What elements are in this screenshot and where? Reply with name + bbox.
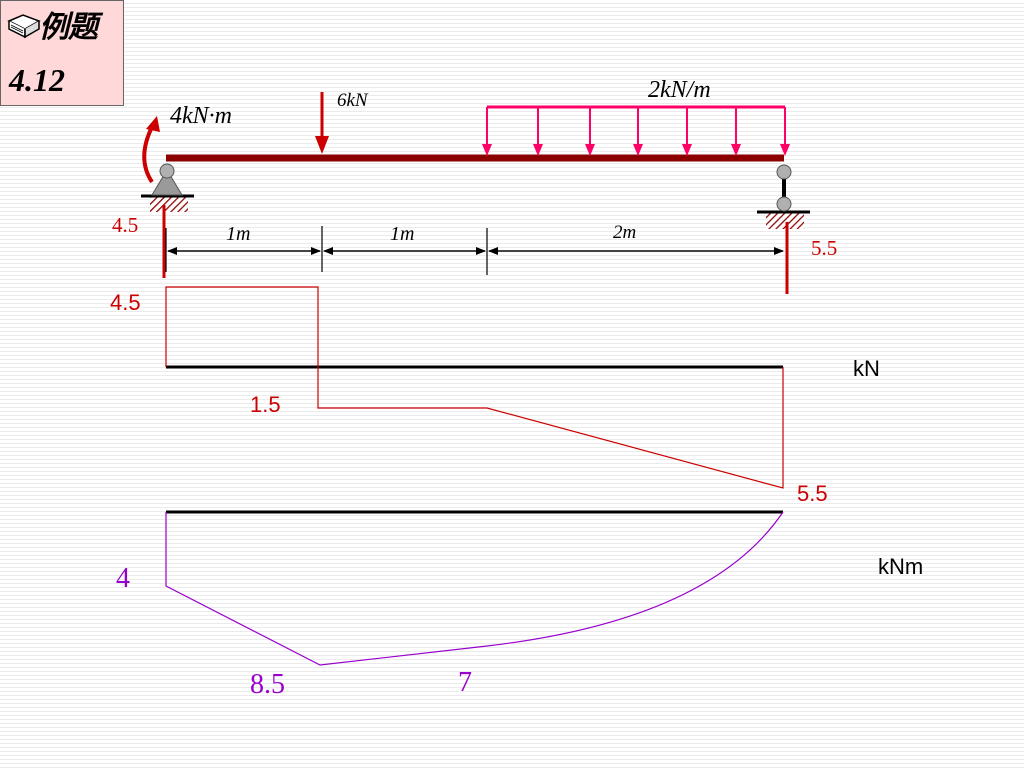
shear-curve	[165, 286, 784, 489]
moment-arrow-icon	[142, 116, 160, 184]
right-reaction-label: 5.5	[811, 236, 837, 260]
dimension-label-1: 1m	[226, 223, 250, 245]
moment-unit-label: kNm	[878, 554, 923, 579]
distributed-load-arrow-head-icon	[533, 144, 543, 156]
moment-curve	[165, 511, 784, 666]
title-text: 例题	[39, 10, 98, 45]
example-title-box: 例题 4.12	[0, 0, 124, 106]
distributed-load-arrow-head-icon	[633, 144, 643, 156]
dimension-label-2: 1m	[390, 223, 414, 245]
distributed-load-arrow-head-icon	[482, 144, 492, 156]
dimension-lines	[165, 226, 784, 275]
point-load-label: 6kN	[337, 90, 369, 111]
moment-start-label: 4	[116, 563, 130, 594]
shear-unit-label: kN	[853, 356, 880, 381]
moment-peak-label: 8.5	[250, 669, 285, 700]
point-load-arrow-icon	[315, 92, 329, 154]
distributed-load-arrow-head-icon	[780, 144, 790, 156]
shear-end-label: 5.5	[797, 481, 828, 506]
left-pin-support	[141, 163, 194, 212]
shear-middle-label: 1.5	[250, 392, 281, 417]
moment-load-label: 4kN·m	[170, 103, 232, 129]
title-number: 4.12	[9, 62, 65, 98]
left-reaction-label: 4.5	[112, 213, 138, 237]
moment-mid-label: 7	[458, 667, 472, 698]
distributed-load-arrow-head-icon	[585, 144, 595, 156]
distributed-load-arrow-head-icon	[731, 144, 741, 156]
distributed-load-arrow-head-icon	[682, 144, 692, 156]
book-icon	[7, 14, 41, 39]
shear-start-label: 4.5	[110, 290, 141, 315]
distributed-load	[482, 105, 790, 156]
distributed-load-label: 2kN/m	[648, 77, 711, 103]
right-roller-support	[757, 164, 810, 229]
dimension-label-3: 2m	[613, 222, 636, 243]
